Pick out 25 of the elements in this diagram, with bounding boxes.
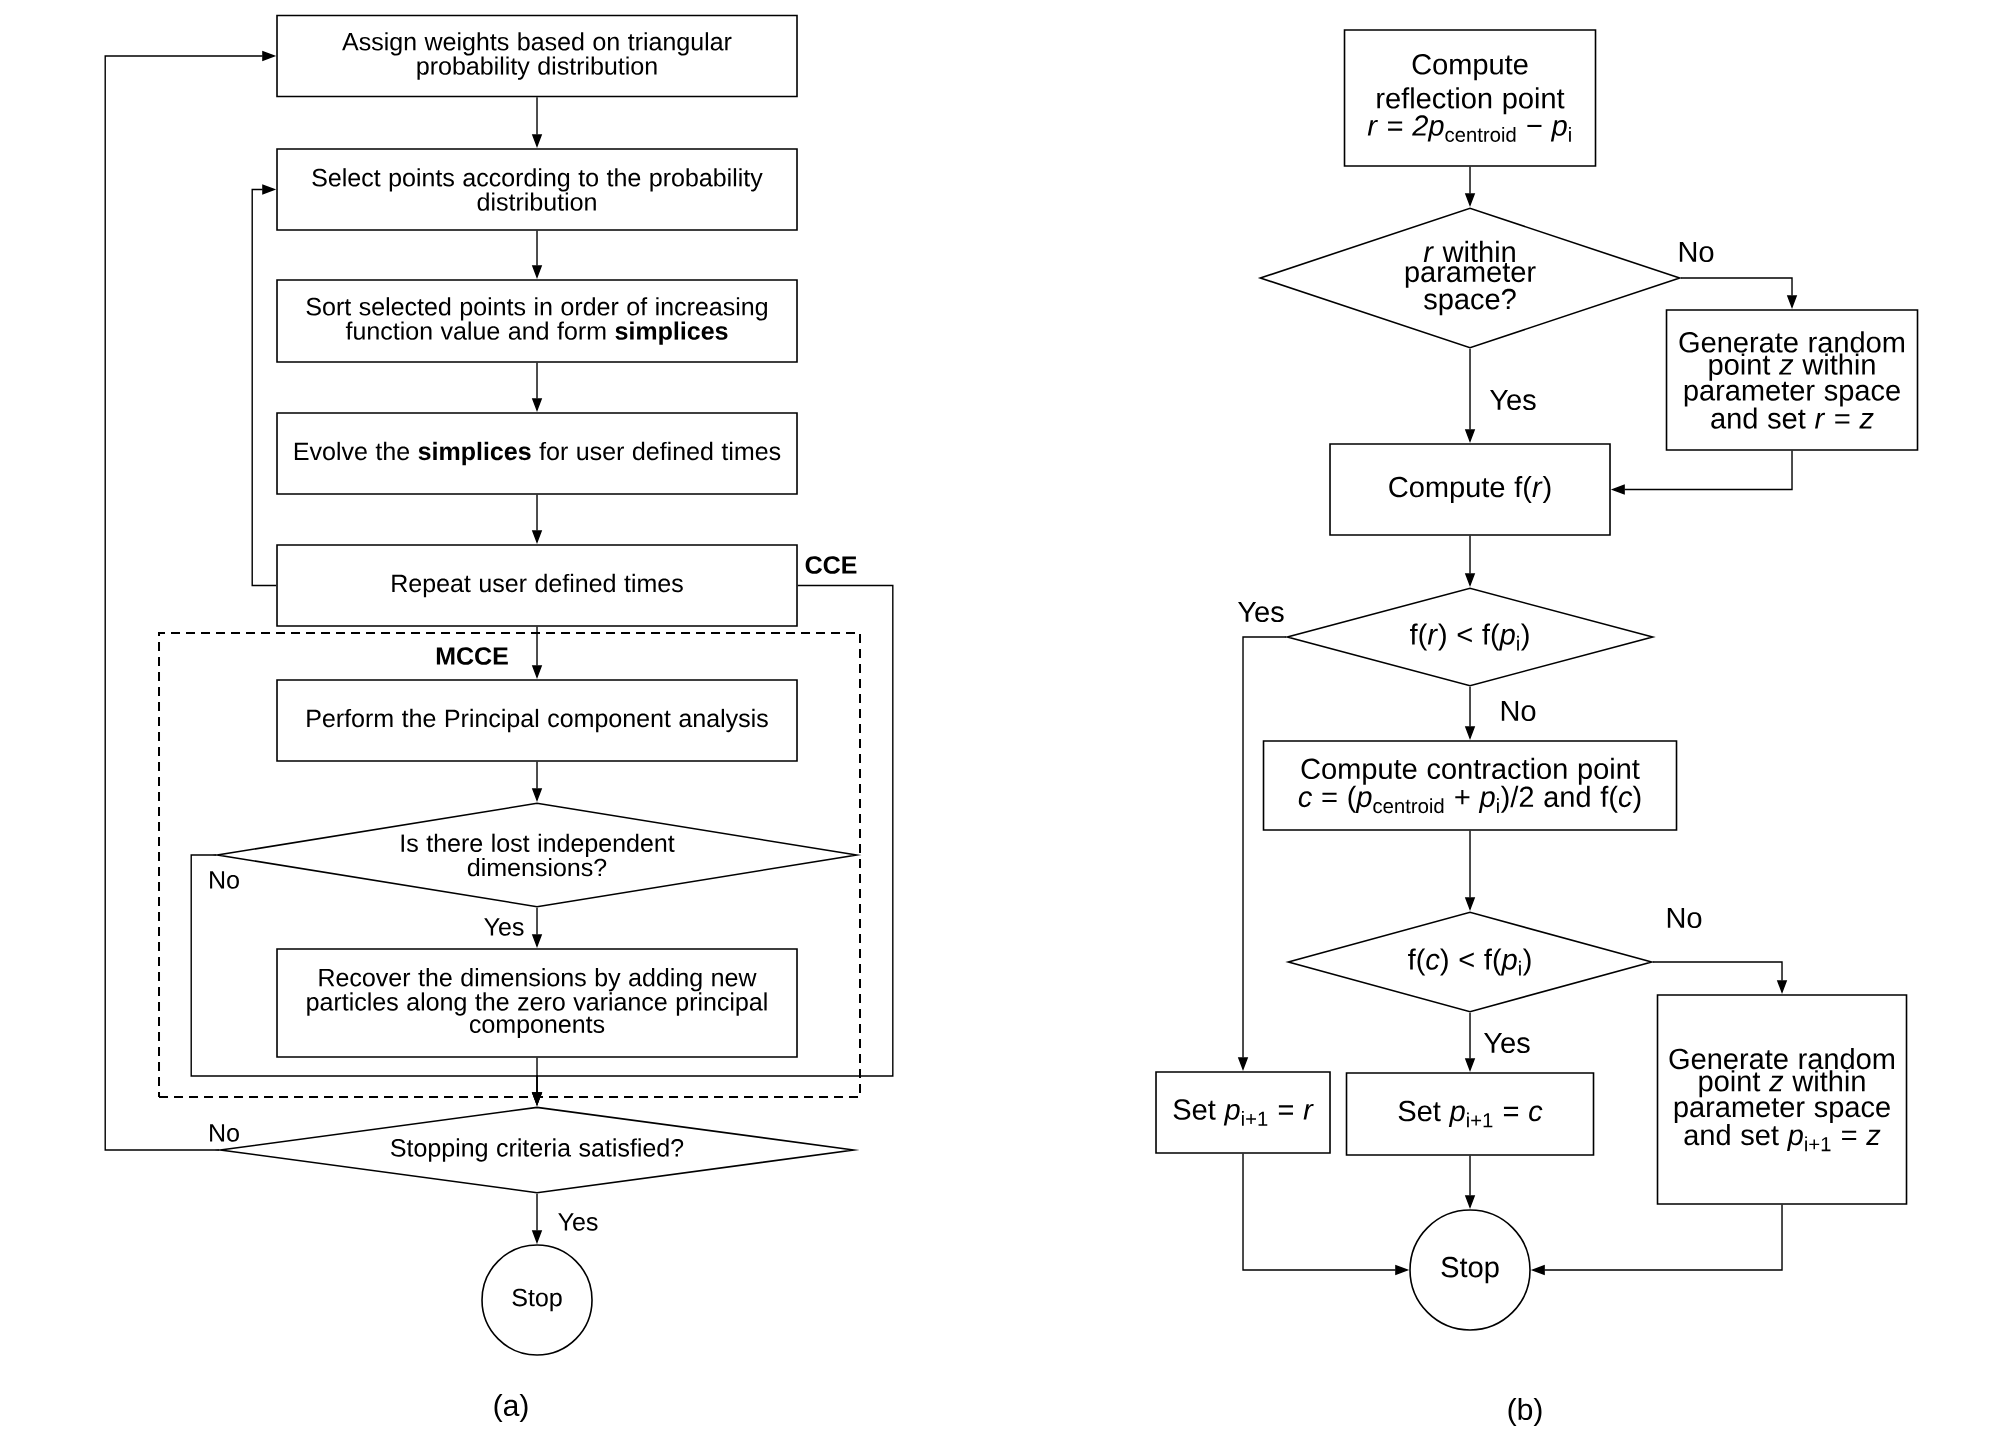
process-box: Recover the dimensions by adding new particles along the zero variance principal components [276,948,798,1058]
edge-label: No [1498,699,1539,723]
edge-label: CCE [803,554,859,576]
arrow [251,184,277,587]
panel-label: (a) [494,1394,528,1422]
process-box: Sort selected points in order of increasing function value and form simplices [276,279,798,363]
process-box: Compute contraction point c = (p$_{centroid}$ + p$_{i}$)/2 and f(c) [1262,740,1678,831]
process-box: Assign weights based on triangular probability distribution [276,14,798,98]
edge-label: Yes [482,916,526,938]
process-box: Repeat user defined times [276,544,798,627]
edge-label: No [1664,906,1705,930]
edge-label: Yes [1487,388,1539,412]
process-box: Generate random point z within parameter space and set p$_{i+1}$ = z [1656,994,1908,1205]
process-box: Compute reflection point r = 2p$_{centroid}$ − p$_{i}$ [1343,29,1597,167]
process-box: Compute f(r) [1329,443,1611,536]
process-box: Generate random point z within parameter space and set r = z [1665,309,1919,451]
edge-label: Yes [556,1211,600,1233]
process-box: Select points according to the probability distribution [276,148,798,231]
process-box: Perform the Principal component analysis [276,679,798,762]
process-box: Evolve the simplices for user defined times [276,412,798,495]
edge-label: Yes [1481,1031,1533,1055]
process-box: Set p$_{i+1}$ = c [1345,1072,1595,1156]
panel-label: (b) [1508,1398,1542,1426]
edge-label: Yes [1235,600,1287,624]
process-box: Set p$_{i+1}$ = r [1155,1071,1331,1154]
